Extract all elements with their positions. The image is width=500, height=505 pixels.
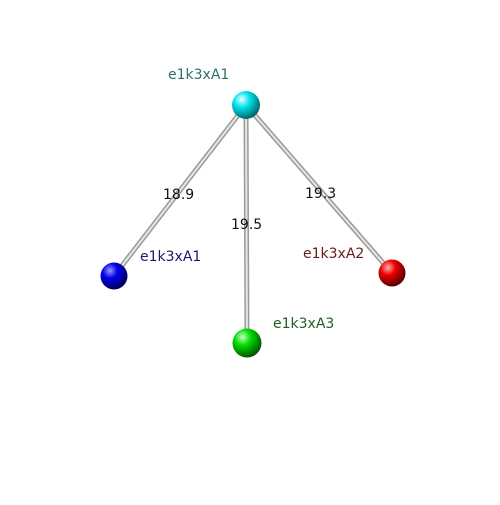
node-right[interactable] xyxy=(378,259,406,287)
edge-label-center-left: 18.9 xyxy=(163,187,194,203)
node-center[interactable] xyxy=(232,91,260,119)
edge-label-center-bottom: 19.5 xyxy=(231,217,262,233)
edge-center-left xyxy=(111,102,249,279)
edge-label-center-right: 19.3 xyxy=(305,186,336,202)
node-left[interactable] xyxy=(100,262,128,290)
node-bottom[interactable] xyxy=(232,328,262,358)
node-label-left: e1k3xA1 xyxy=(140,249,201,265)
edge-center-right xyxy=(243,102,395,276)
node-label-bottom: e1k3xA3 xyxy=(273,316,334,332)
node-label-right: e1k3xA2 xyxy=(303,246,364,262)
node-label-center: e1k3xA1 xyxy=(168,67,229,83)
edge-center-bottom xyxy=(243,102,250,346)
